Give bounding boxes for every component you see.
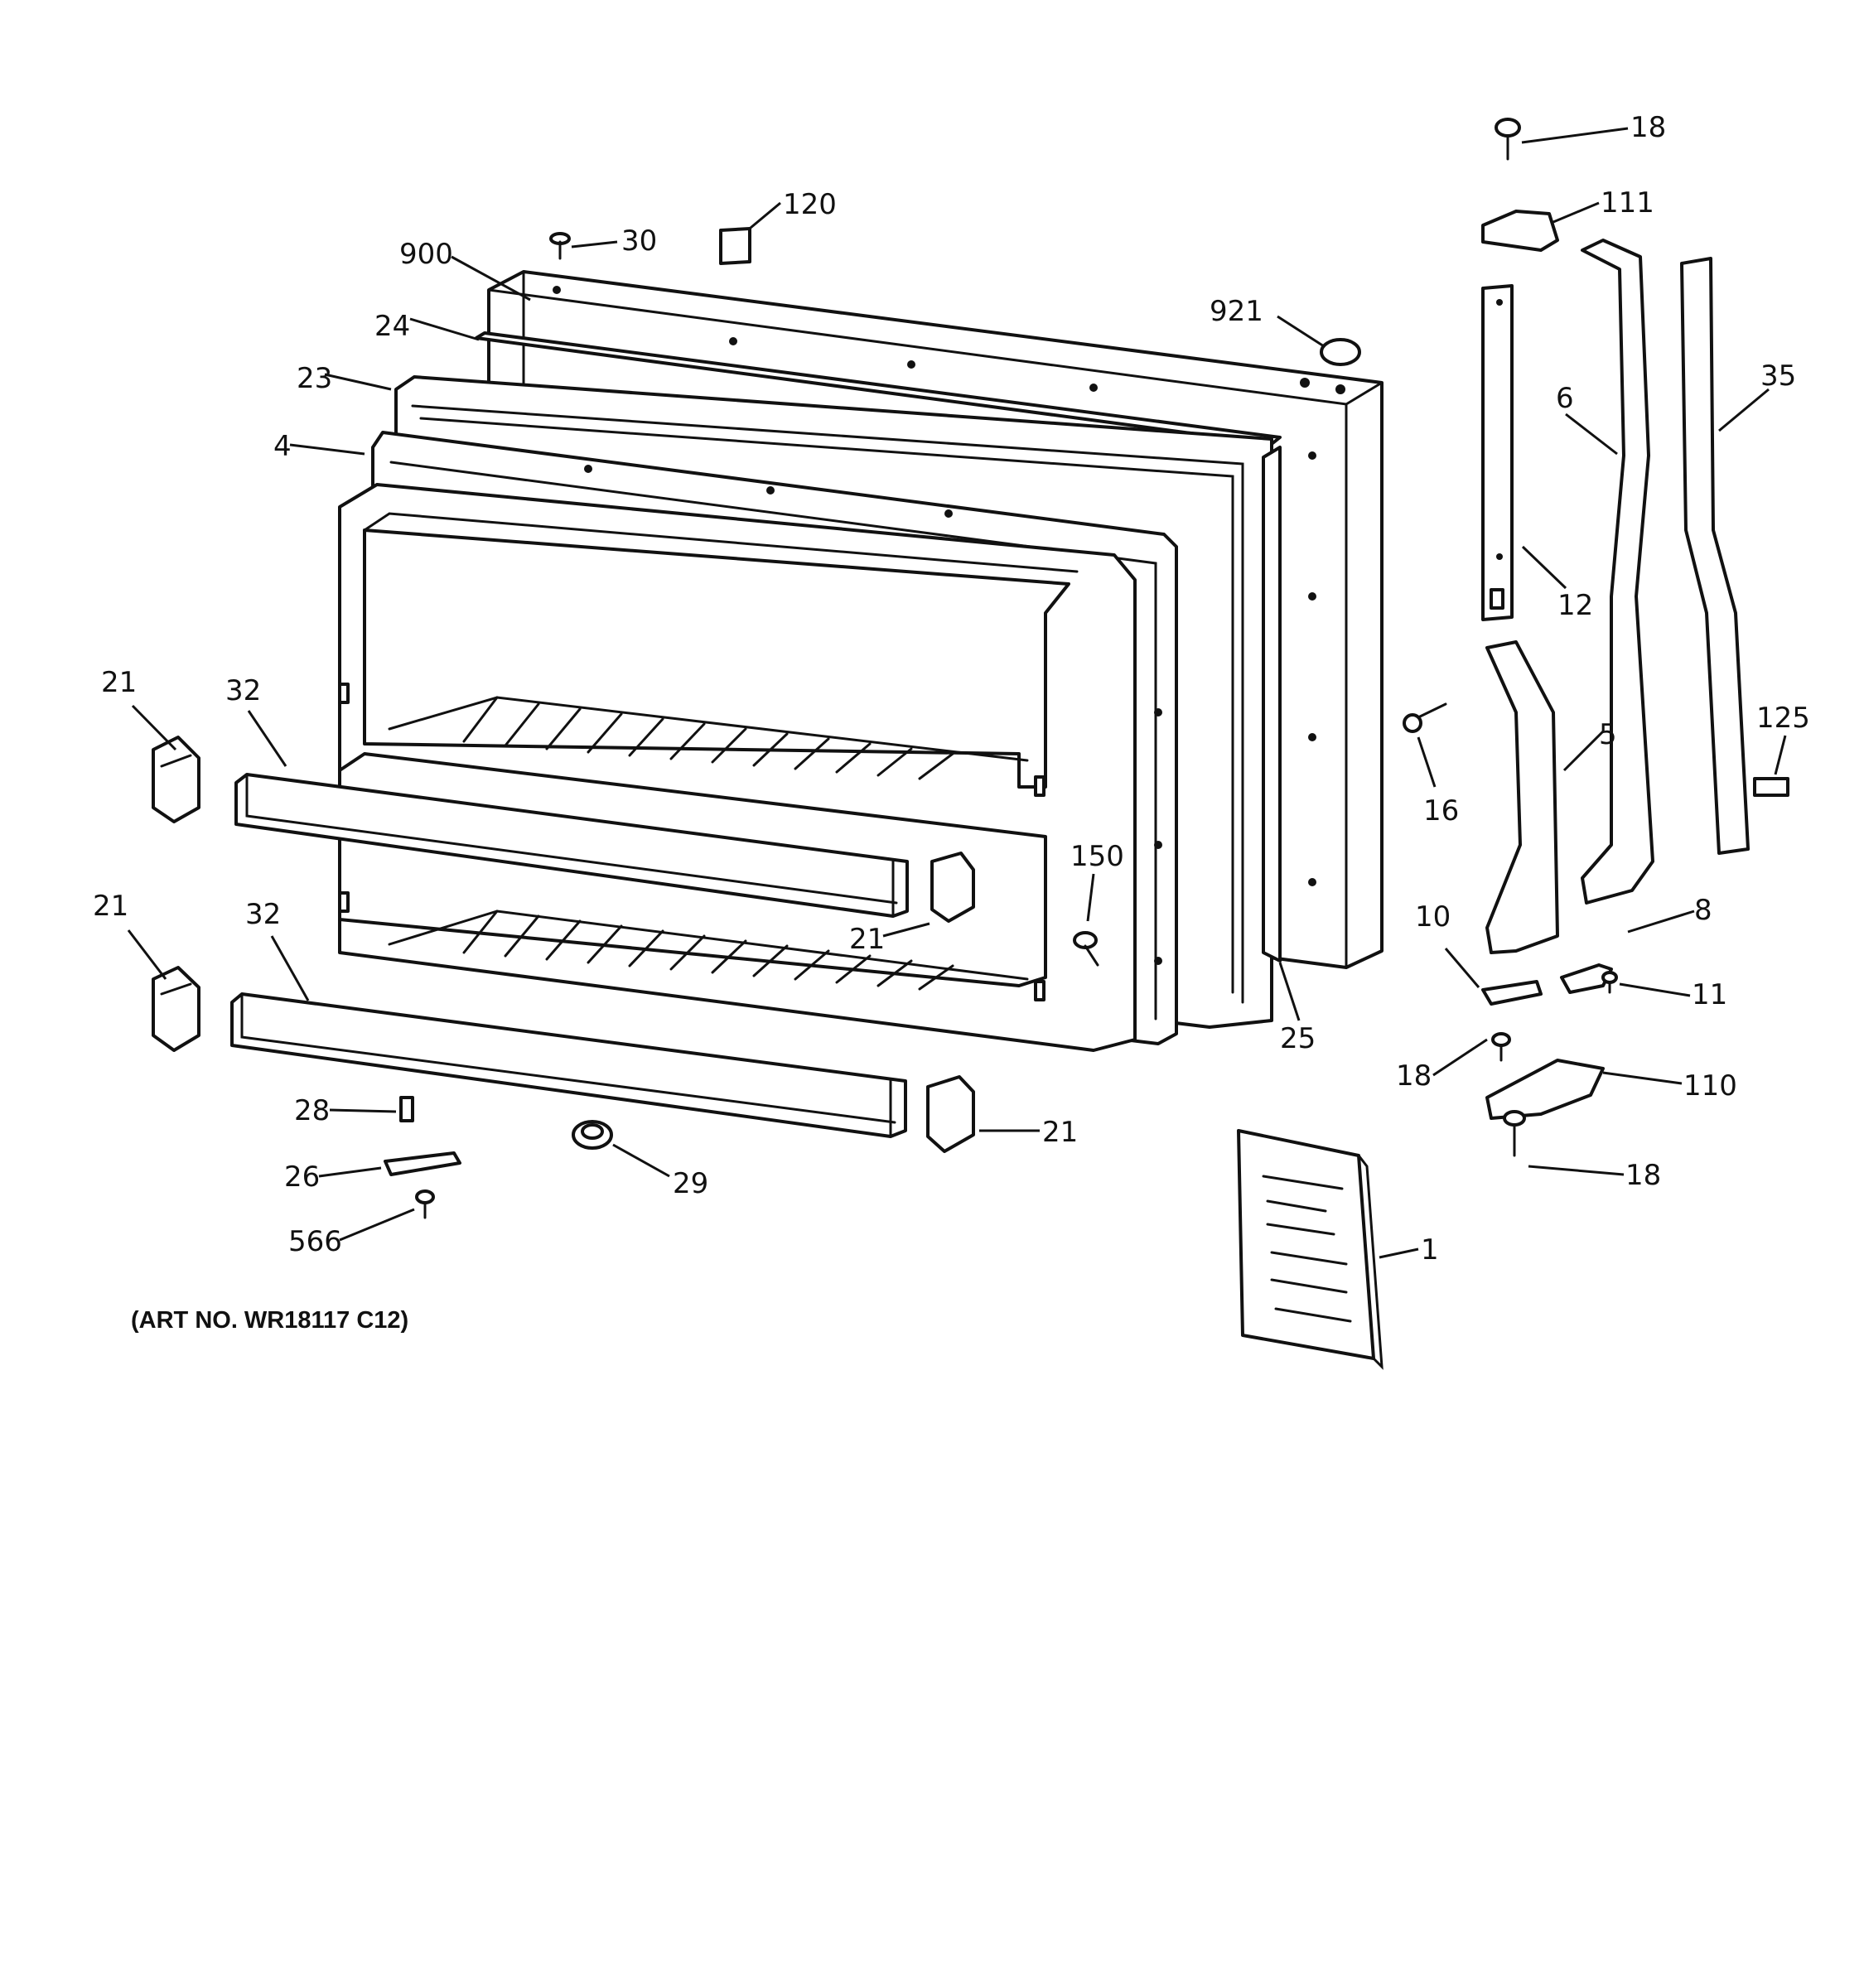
door-liner [338, 483, 1137, 1052]
callout-6: 6 [1556, 382, 1574, 415]
bracket-26 [384, 1151, 461, 1176]
callout-11: 11 [1692, 978, 1727, 1011]
use-care-booklet [1237, 1129, 1384, 1370]
screw-11 [1601, 971, 1618, 994]
callout-1: 1 [1421, 1233, 1439, 1267]
screw-18-top [1495, 118, 1521, 161]
callout-566: 566 [288, 1225, 342, 1258]
callout-5: 5 [1599, 718, 1617, 751]
callout-21-upper-right: 21 [849, 923, 885, 956]
screw-30 [549, 232, 571, 260]
shelf-rail-upper [234, 773, 909, 918]
callout-16: 16 [1423, 794, 1459, 828]
screw-28 [399, 1096, 414, 1122]
callout-111: 111 [1601, 186, 1654, 220]
callout-150: 150 [1070, 840, 1124, 873]
callout-21-upper-left: 21 [101, 666, 137, 699]
callout-35: 35 [1760, 359, 1796, 393]
screw-566 [415, 1189, 435, 1219]
rail-end-cap-right-lower [926, 1075, 975, 1153]
callout-120: 120 [783, 188, 837, 221]
plug-921 [1320, 338, 1361, 366]
callout-21-lower-left: 21 [93, 890, 128, 923]
handle-5 [1485, 640, 1559, 954]
callout-12: 12 [1557, 589, 1593, 622]
screw-150 [1073, 931, 1099, 967]
hinge-strip-12 [1481, 284, 1514, 621]
handle-bracket-6 [1581, 239, 1654, 905]
screw-18-middle [1491, 1032, 1511, 1062]
callout-24: 24 [374, 310, 410, 343]
callout-921: 921 [1210, 295, 1263, 328]
callout-32-upper: 32 [225, 674, 261, 707]
callout-28: 28 [294, 1094, 330, 1127]
callout-125: 125 [1756, 702, 1810, 735]
plug-125 [1753, 777, 1789, 797]
callout-26: 26 [284, 1160, 320, 1194]
callout-30: 30 [621, 224, 657, 258]
shelf-rail-lower [230, 992, 907, 1138]
callout-18-top: 18 [1630, 111, 1666, 144]
screw-16 [1403, 702, 1447, 733]
rail-end-cap-left-lower [152, 966, 200, 1052]
callout-8: 8 [1694, 894, 1712, 927]
callout-18-middle: 18 [1396, 1059, 1432, 1093]
callout-29: 29 [673, 1167, 708, 1200]
callout-110: 110 [1683, 1069, 1737, 1103]
hinge-cover-111 [1481, 210, 1559, 252]
callout-labels: 18 111 120 30 900 921 24 23 35 6 4 12 21… [93, 111, 1810, 1267]
callout-18-bottom: 18 [1625, 1159, 1661, 1192]
callout-4: 4 [273, 430, 292, 463]
callout-25: 25 [1280, 1022, 1316, 1055]
bracket-10 [1481, 980, 1543, 1006]
callout-10: 10 [1415, 900, 1451, 934]
hinge-110 [1485, 1059, 1605, 1120]
screw-18-bottom [1503, 1110, 1526, 1157]
art-number-caption: (ART NO. WR18117 C12) [131, 1307, 409, 1334]
vertical-gasket [1262, 446, 1282, 963]
callout-21-lower-right: 21 [1042, 1116, 1078, 1149]
rail-end-cap-right-upper [930, 852, 975, 923]
label-120 [719, 227, 751, 265]
handle-trim-35 [1680, 257, 1750, 855]
callout-23: 23 [297, 362, 332, 395]
plug-29 [572, 1120, 613, 1150]
callout-32-lower: 32 [245, 898, 281, 931]
callout-900: 900 [399, 238, 453, 271]
leader-lines [127, 127, 1787, 1259]
gasket-strip [475, 331, 1282, 446]
rail-end-cap-left-upper [152, 736, 200, 823]
